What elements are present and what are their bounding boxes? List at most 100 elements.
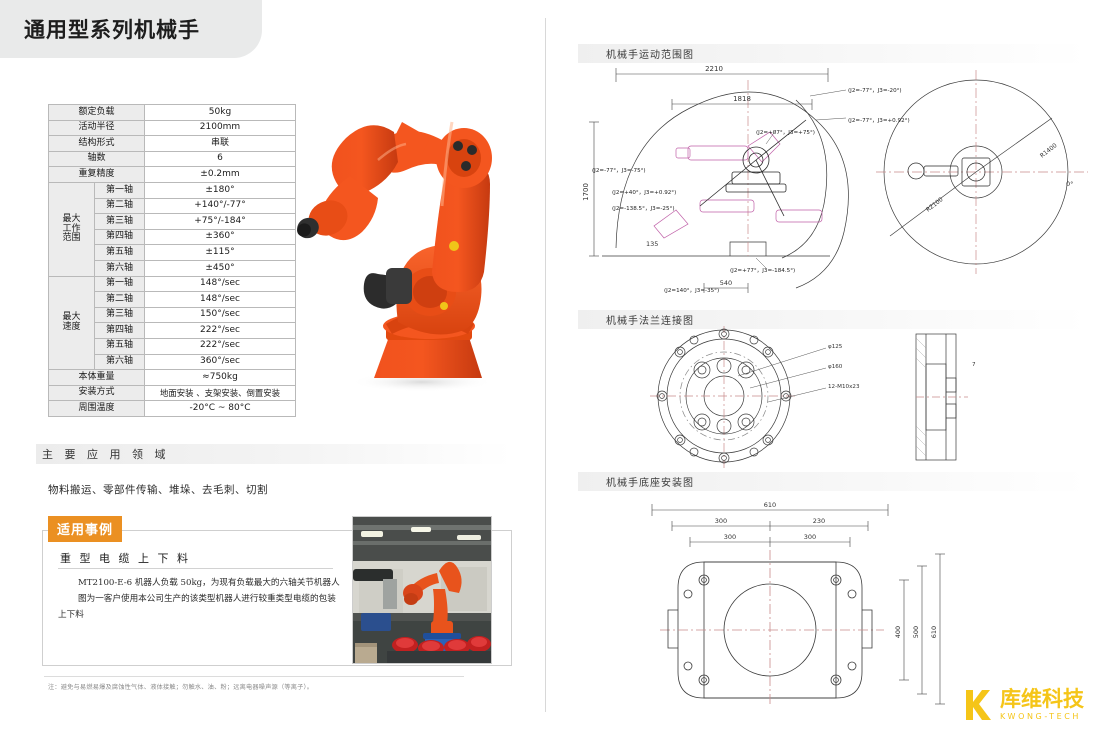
applications-text: 物料搬运、零部件传输、堆垛、去毛刺、切割 — [48, 484, 268, 496]
zero-degree-label: 0° — [1066, 180, 1073, 188]
motion-range-heading: 机械手运动范围图 — [578, 44, 1088, 63]
base-mount-heading-text: 机械手底座安装图 — [606, 478, 694, 489]
table-row: 本体重量 ≈750kg — [48, 369, 296, 386]
spec-axis: 第五轴 — [94, 337, 145, 355]
spec-axis: 第二轴 — [94, 197, 145, 215]
dim-label-base-width: 610 — [764, 501, 776, 509]
base-mount-drawing: 610 300 230 300 300 — [620, 492, 1000, 708]
spec-label: 轴数 — [48, 150, 145, 168]
dim-label-overall-width: 2210 — [705, 65, 723, 73]
applications-section-bar: 主 要 应 用 领 域 — [36, 444, 512, 464]
logo-chinese-name: 库维科技 — [1000, 687, 1084, 711]
left-column: 额定负载 50kg 活动半径 2100mm 结构形式 串联 轴数 6 重复精度 — [0, 0, 545, 732]
flange-label: φ160 — [828, 364, 843, 370]
flange-label: φ125 — [828, 344, 843, 350]
dim-label-base-h-inner: 400 — [894, 626, 902, 638]
spec-value: 串联 — [144, 135, 296, 152]
spec-value: 6 — [144, 150, 296, 168]
spec-axis: 第六轴 — [94, 259, 145, 277]
flange-thickness-label: 7 — [972, 362, 976, 368]
spec-value: ±360° — [144, 228, 296, 246]
spec-axis: 第四轴 — [94, 322, 145, 339]
spec-label: 本体重量 — [48, 369, 145, 386]
case-study-title: 重 型 电 缆 上 下 料 — [60, 552, 191, 565]
radius-label-2: R1400 — [1039, 142, 1059, 160]
table-row: 周围温度 -20°C ~ 80°C — [48, 400, 296, 417]
right-column: 机械手运动范围图 — [560, 0, 1104, 732]
spec-label: 额定负载 — [48, 104, 145, 121]
table-row: 最大 工作 范围 第一轴 ±180° — [48, 181, 296, 277]
spec-value: ±0.2mm — [144, 166, 296, 183]
dim-label-bottom: 540 — [720, 279, 732, 287]
flange-heading: 机械手法兰连接图 — [578, 310, 1088, 329]
title-banner: 通用型系列机械手 — [0, 0, 262, 58]
spec-value: 2100mm — [144, 119, 296, 137]
case-paragraph: MT2100-E-6 机器人负载 50kg，为现有负载最大的六轴关节机器人 — [78, 578, 340, 588]
dim-label-base-inner-right: 300 — [804, 533, 816, 541]
dim-label-base-h-outer: 610 — [930, 626, 938, 638]
spec-axis: 第六轴 — [94, 353, 145, 371]
group-label-line: 最大 — [62, 214, 81, 225]
spec-value: -20°C ~ 80°C — [144, 400, 296, 417]
spec-table-body: 额定负载 50kg 活动半径 2100mm 结构形式 串联 轴数 6 重复精度 — [48, 104, 296, 417]
spec-value: 222°/sec — [144, 322, 296, 339]
spec-value: ±115° — [144, 244, 296, 261]
case-study-tag: 适用事例 — [48, 516, 123, 542]
footnote-text: 注：避免与易燃易爆及腐蚀性气体、液体接触；勿触水、油、粉；远离电器噪声源（等离子… — [48, 684, 314, 691]
spec-value: 地面安装 、支架安装、倒置安装 — [144, 384, 296, 402]
table-row: 第四轴 222°/sec — [49, 322, 296, 339]
footnote-divider — [44, 676, 464, 677]
spec-label: 活动半径 — [48, 119, 145, 137]
spec-value: ≈750kg — [144, 369, 296, 386]
angle-annotation: (J2=+07°，J3=+75°) — [756, 130, 815, 136]
table-row: 活动半径 2100mm — [48, 119, 296, 137]
dim-label-inner-reach: 1818 — [733, 95, 751, 103]
flange-heading-text: 机械手法兰连接图 — [606, 316, 694, 327]
dim-label-base-h-mid: 500 — [912, 626, 920, 638]
column-divider — [545, 18, 546, 712]
spec-value: 222°/sec — [144, 337, 296, 355]
logo-mark-icon — [962, 688, 996, 722]
spec-value: 150°/sec — [144, 306, 296, 324]
table-row: 第四轴 ±360° — [49, 228, 296, 246]
table-row: 第五轴 222°/sec — [49, 337, 296, 355]
table-row: 第二轴 +140°/-77° — [49, 197, 296, 215]
motion-range-drawing: 2210 1818 1700 135 — [580, 60, 1100, 300]
group-label-line: 速度 — [62, 321, 81, 332]
spec-label: 周围温度 — [48, 400, 145, 417]
table-row: 结构形式 串联 — [48, 135, 296, 152]
table-row: 轴数 6 — [48, 150, 296, 168]
spec-value: 360°/sec — [144, 353, 296, 371]
company-logo: 库维科技 KWONG-TECH — [962, 688, 1084, 722]
table-row: 第二轴 148°/sec — [49, 291, 296, 308]
angle-annotation: (J2=-77°，J3=-75°) — [592, 168, 646, 174]
base-mount-heading: 机械手底座安装图 — [578, 472, 1088, 491]
case-study-photo — [352, 516, 492, 664]
dim-label-height: 1700 — [582, 183, 590, 201]
angle-annotation: (J2=-138.5°，J3=-25°) — [612, 206, 675, 212]
applications-section-title: 主 要 应 用 领 域 — [42, 448, 170, 461]
dim-label-small-left: 135 — [646, 240, 658, 248]
spec-axis: 第五轴 — [94, 244, 145, 261]
angle-annotation: (J2=-77°，J3=-20°) — [848, 88, 902, 94]
table-row: 第三轴 +75°/-184° — [49, 213, 296, 230]
angle-annotation: (J2=+77°，J3=-184.5°) — [730, 268, 795, 274]
group-label-line: 最大 — [62, 312, 81, 323]
page-title: 通用型系列机械手 — [24, 18, 200, 42]
table-row: 额定负载 50kg — [48, 104, 296, 121]
spec-axis: 第二轴 — [94, 291, 145, 308]
robot-product-photo — [282, 86, 532, 398]
group-label-line: 范围 — [62, 232, 81, 243]
table-row: 第六轴 ±450° — [49, 259, 296, 277]
spec-group-label-speed: 最大 速度 — [48, 275, 95, 371]
motion-range-heading-text: 机械手运动范围图 — [606, 50, 694, 61]
spec-value: +75°/-184° — [144, 213, 296, 230]
table-row: 最大 速度 第一轴 148°/sec — [48, 275, 296, 371]
spec-axis: 第三轴 — [94, 306, 145, 324]
angle-annotation: (J2=140°，J3=-35°) — [664, 288, 719, 294]
table-row: 安装方式 地面安装 、支架安装、倒置安装 — [48, 384, 296, 402]
case-title-divider — [58, 568, 333, 569]
angle-annotation: (J2=-77°，J3=+0.92°) — [848, 118, 910, 124]
flange-drawing: φ125 φ160 12-M10x23 — [620, 326, 1020, 468]
